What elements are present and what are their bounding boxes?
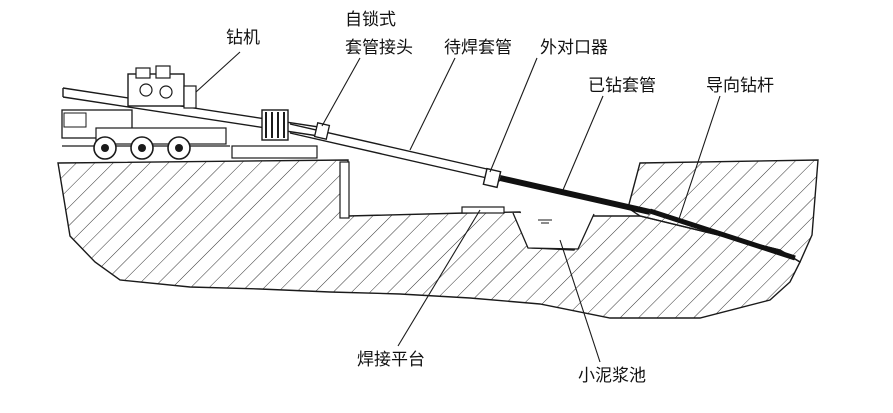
label-casing-to-weld: 待焊套管 [444,38,512,58]
label-drill-rig: 钻机 [226,28,260,48]
label-guide-rod: 导向钻杆 [706,76,774,96]
step-wall [339,161,350,219]
ground-left [57,159,801,319]
truck-wheels [93,136,191,160]
label-self-lock-line2: 套管接头 [345,38,413,58]
external-aligner [482,167,502,189]
label-aligner: 外对口器 [540,38,608,58]
clamp-unit [261,109,289,141]
label-weld-platform: 焊接平台 [357,350,425,370]
guide-drill-rod [649,208,796,261]
rig-base [231,145,318,159]
label-self-lock-line1: 自锁式 [345,10,396,30]
weld-platform-slab [461,206,505,214]
drilled-casing [499,175,651,215]
mud-pit [512,212,595,250]
drill-head [127,65,197,109]
label-mud-pit: 小泥浆池 [578,366,646,386]
leader-lines [195,51,721,363]
label-drilled-casing: 已钻套管 [588,76,656,96]
